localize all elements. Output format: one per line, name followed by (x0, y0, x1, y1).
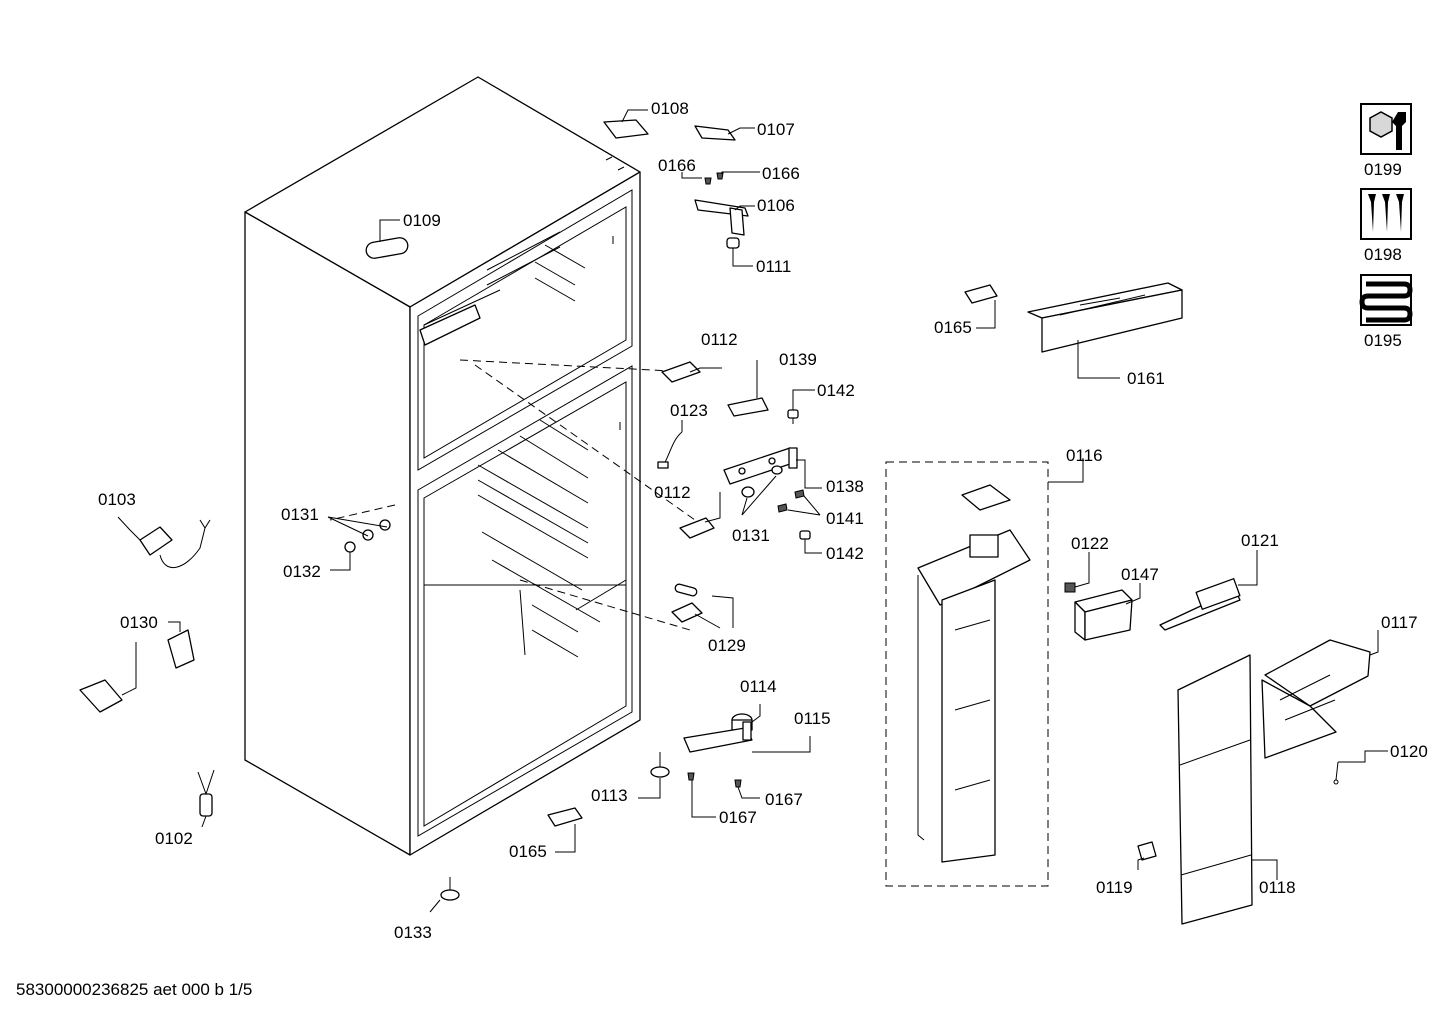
part-0117-tray (1261, 639, 1371, 759)
part-0122-cap (1064, 582, 1076, 593)
label-0123: 0123 (670, 401, 708, 420)
label-0117: 0117 (1381, 613, 1418, 632)
label-0141: 0141 (826, 509, 864, 528)
label-0111: 0111 (756, 257, 791, 276)
leader-lines (117, 109, 1388, 913)
part-0141-screws (777, 489, 805, 513)
label-0116: 0116 (1066, 446, 1103, 465)
part-0102-thermostat (197, 769, 215, 817)
part-0142-screw-lower (799, 530, 811, 546)
label-0129: 0129 (708, 636, 746, 655)
part-0133-leveling-foot (440, 877, 460, 901)
label-0165: 0165 (509, 842, 547, 861)
part-0138-hinge (723, 447, 798, 485)
part-0106-bracket (694, 199, 749, 236)
part-0147-dispenser-module (1074, 589, 1133, 641)
part-0161-control-housing (1027, 282, 1183, 353)
label-0132: 0132 (283, 562, 321, 581)
label-0165: 0165 (934, 318, 972, 337)
part-0112-hinge-plate-upper (661, 361, 701, 383)
part-0118-door-panel (1177, 654, 1253, 925)
part-0166-screws (704, 172, 724, 185)
part-0111-pin (726, 237, 740, 256)
label-0106: 0106 (757, 196, 795, 215)
label-0166: 0166 (762, 164, 800, 183)
label-0120: 0120 (1390, 742, 1428, 761)
document-id: 58300000236825 aet 000 b 1/5 (16, 980, 253, 999)
heating-coil-icon (1359, 274, 1413, 326)
part-0107-cover (694, 125, 736, 141)
part-0108-cover (603, 119, 649, 139)
label-0103: 0103 (98, 490, 136, 509)
part-0123-sensor (657, 431, 683, 469)
label-0167: 0167 (719, 808, 757, 827)
part-0165-clip-upper (964, 284, 998, 304)
part-labels: 0108 0107 0166 0166 0106 0111 0109 0112 … (98, 99, 1428, 942)
screws-icon (1360, 188, 1412, 240)
label-0113: 0113 (591, 786, 628, 805)
label-0167: 0167 (765, 790, 803, 809)
label-0131: 0131 (732, 526, 770, 545)
label-0147: 0147 (1121, 565, 1159, 584)
label-0131: 0131 (281, 505, 319, 524)
label-0142: 0142 (826, 544, 864, 563)
part-0113-leveling-foot (650, 752, 670, 778)
label-0133: 0133 (394, 923, 432, 942)
label-0161: 0161 (1127, 369, 1165, 388)
label-0139: 0139 (779, 350, 817, 369)
hardware-wrench-icon (1360, 103, 1412, 155)
label-0114: 0114 (740, 677, 777, 696)
part-0116-air-duct-assembly (885, 461, 1049, 887)
label-0142: 0142 (817, 381, 855, 400)
part-0131-caps-right (741, 465, 783, 498)
part-0167-screws (687, 772, 742, 788)
label-0107: 0107 (757, 120, 795, 139)
part-0119-cap (1137, 841, 1157, 861)
label-0119: 0119 (1096, 878, 1133, 897)
label-0112: 0112 (654, 483, 691, 502)
part-0112-hinge-plate-lower (679, 517, 715, 539)
label-0118: 0118 (1259, 878, 1296, 897)
part-0142-screw-upper (787, 409, 799, 424)
part-0109-cover (365, 237, 409, 259)
label-0109: 0109 (403, 211, 441, 230)
label-0199: 0199 (1364, 160, 1402, 179)
label-0121: 0121 (1241, 531, 1279, 550)
label-0166: 0166 (658, 156, 696, 175)
part-0103-fan-motor (139, 519, 211, 569)
fridge-cabinet (244, 76, 641, 856)
assembly-lines (329, 359, 696, 631)
label-0115: 0115 (794, 709, 831, 728)
label-0102: 0102 (155, 829, 193, 848)
part-0120-pin (1333, 761, 1339, 785)
label-0130: 0130 (120, 613, 158, 632)
part-0139-latch (727, 397, 769, 417)
part-0165-clip-lower (547, 807, 583, 827)
label-0122: 0122 (1071, 534, 1109, 553)
label-0112: 0112 (701, 330, 738, 349)
part-0121-lever (1159, 578, 1241, 631)
part-0129-bracket (671, 583, 703, 623)
part-0115-lower-hinge (683, 721, 753, 753)
label-0198: 0198 (1364, 245, 1402, 264)
label-0195: 0195 (1364, 331, 1402, 350)
part-0130-fan-housing (79, 629, 195, 713)
label-0138: 0138 (826, 477, 864, 496)
label-0108: 0108 (651, 99, 689, 118)
